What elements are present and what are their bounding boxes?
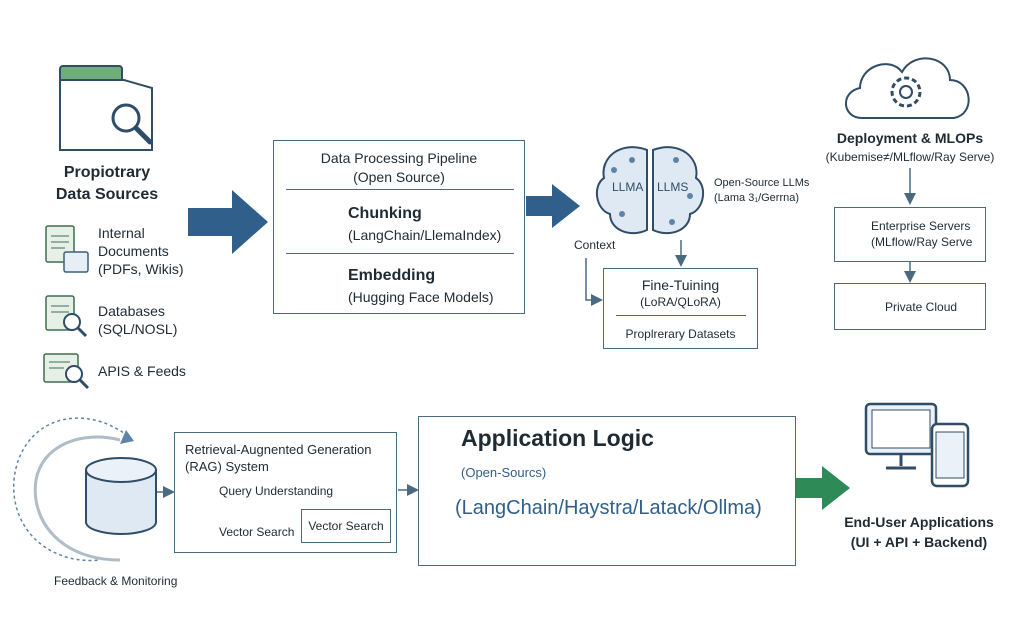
database-search-icon [45,295,88,338]
rag-vector-right-label: Vector Search [308,519,384,533]
finetune-datasets: Proplrerary Datasets [625,327,736,341]
big-arrow-pipeline-to-llm [526,184,580,228]
big-arrow-to-enduser [796,466,850,510]
brain-label-left: LLMA [612,180,644,194]
feedback-loop-arc-inner [33,435,121,562]
applogic-title: Application Logic [461,425,654,451]
source-documents-line3: (PDFs, Wikis) [98,261,184,277]
arrow-context-to-finetune [585,258,603,306]
enduser-subtitle: (UI + API + Backend) [850,534,988,550]
sources-title-line2: Data Sources [55,186,159,203]
source-databases-line1: Databases [98,303,165,319]
pipeline-divider-1 [286,189,514,190]
applogic-tools: (LangChain/Haystra/Latack/Ollma) [455,497,762,519]
api-feed-icon [43,353,90,390]
source-databases-line2: (SQL/NOSL) [98,321,178,337]
llm-side-line1: Open-Source LLMs [714,177,810,189]
context-label: Context [574,238,616,252]
document-icon [45,225,89,273]
database-cylinder-icon [85,457,157,535]
llm-side-line2: (Lama 3₁/Gerrna) [714,192,800,204]
pipeline-title-line1: Data Processing Pipeline [320,150,478,166]
embedding-title: Embedding [348,267,436,284]
cloud-gear-icon [845,57,970,119]
rag-title: Retrieval-Augnented Generation (RAG) Sys… [185,441,371,475]
folder-search-icon [59,65,153,151]
source-item-documents: Internal Documents (PDFs, Wikis) [98,224,184,278]
source-item-apis: APIS & Feeds [98,363,186,379]
brain-icon [595,146,705,235]
chunking-subtitle: (LangChain/LlemaIndex) [348,227,502,243]
finetune-subtitle: (LoRA/QLoRA) [640,295,721,309]
rag-query-label: Query Understanding [219,484,334,498]
finetune-divider [616,315,746,316]
applogic-subtitle: (Open-Sourcs) [461,465,547,480]
private-cloud-box: Private Cloud [834,283,986,330]
applogic-box: Application Logic (Open-Sourcs) (LangCha… [418,416,796,566]
devices-icon [864,402,970,488]
deploy-subtitle: (Kubemise≠/MLflow/Ray Serve) [825,150,995,164]
big-arrow-sources-to-pipeline [188,190,268,254]
finetune-title: Fine-Tuining [641,277,720,293]
brain-label-right: LLMS [657,180,689,194]
rag-box: Retrieval-Augnented Generation (RAG) Sys… [174,432,397,553]
pipeline-box: Data Processing Pipeline (Open Source) C… [273,140,525,314]
rag-vector-search-box: Vector Search [301,509,391,543]
sources-title-line1: Propiotrary [63,164,151,181]
rag-vector-left-label: Vector Search [219,525,295,539]
rag-title-line1: Retrieval-Augnented Generation [185,442,372,457]
pipeline-title: Data Processing Pipeline (Open Source) [274,149,524,187]
pipeline-divider-2 [286,253,514,254]
enterprise-line2: (MLflow/Ray Serve [871,235,973,249]
enterprise-label: Enterprise Servers (MLflow/Ray Serve [871,218,972,250]
source-item-databases: Databases (SQL/NOSL) [98,302,177,338]
source-documents-line2: Documents [98,243,169,259]
enterprise-line1: Enterprise Servers [871,219,971,233]
source-documents-line1: Internal [98,225,145,241]
chunking-title: Chunking [348,205,422,222]
pipeline-title-line2: (Open Source) [353,169,445,185]
enduser-title: End-User Applications [844,514,994,530]
llm-side-label: Open-Source LLMs (Lama 3₁/Gerrna) [714,176,809,206]
finetune-box: Fine-Tuining (LoRA/QLoRA) Proplrerary Da… [603,268,758,349]
enterprise-box: Enterprise Servers (MLflow/Ray Serve [834,207,986,262]
feedback-loop-arc [13,417,129,562]
deploy-title: Deployment & MLOPs [836,130,984,146]
rag-title-line2: (RAG) System [185,459,269,474]
feedback-loop-arrowhead [120,430,134,444]
embedding-subtitle: (Hugging Face Models) [348,289,494,305]
sources-title: Propiotrary Data Sources [40,162,174,206]
private-cloud-label: Private Cloud [885,300,958,314]
feedback-label: Feedback & Monitoring [54,574,178,588]
